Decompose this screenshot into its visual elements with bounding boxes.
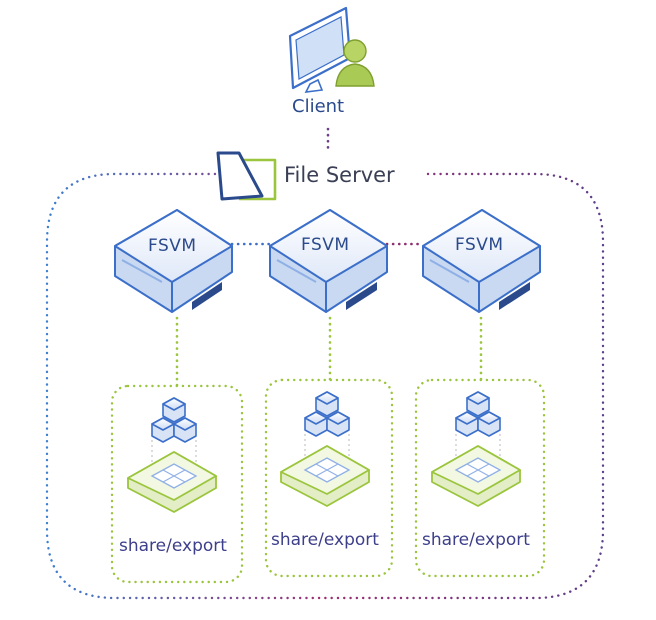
share-icon-2: [280, 391, 370, 507]
share-label-2: share/export: [271, 530, 379, 550]
share-group-box-1: [110, 384, 244, 584]
share-group-box-2: [264, 378, 394, 578]
file-server-boundary: [45, 172, 605, 600]
fsvm-icon-2: [269, 209, 388, 313]
share-group-box-3: [414, 378, 546, 578]
share-label-1: share/export: [119, 536, 227, 556]
share-icon-3: [431, 391, 521, 507]
fsvm-icon-1: [114, 209, 233, 313]
share-icon-1: [127, 397, 217, 513]
file-server-label: File Server: [284, 163, 395, 187]
user-icon: [335, 39, 375, 87]
fsvm-share-connectors: [175, 316, 483, 388]
fsvm-icon-3: [422, 209, 541, 313]
fsvm-label-2: FSVM: [301, 235, 350, 255]
share-label-3: share/export: [422, 530, 530, 550]
file-server-logo-icon: [216, 151, 277, 201]
fsvm-label-1: FSVM: [148, 236, 197, 256]
client-label: Client: [292, 96, 345, 117]
client-monitor-icon: [288, 6, 352, 93]
fsvm-label-3: FSVM: [455, 235, 504, 255]
